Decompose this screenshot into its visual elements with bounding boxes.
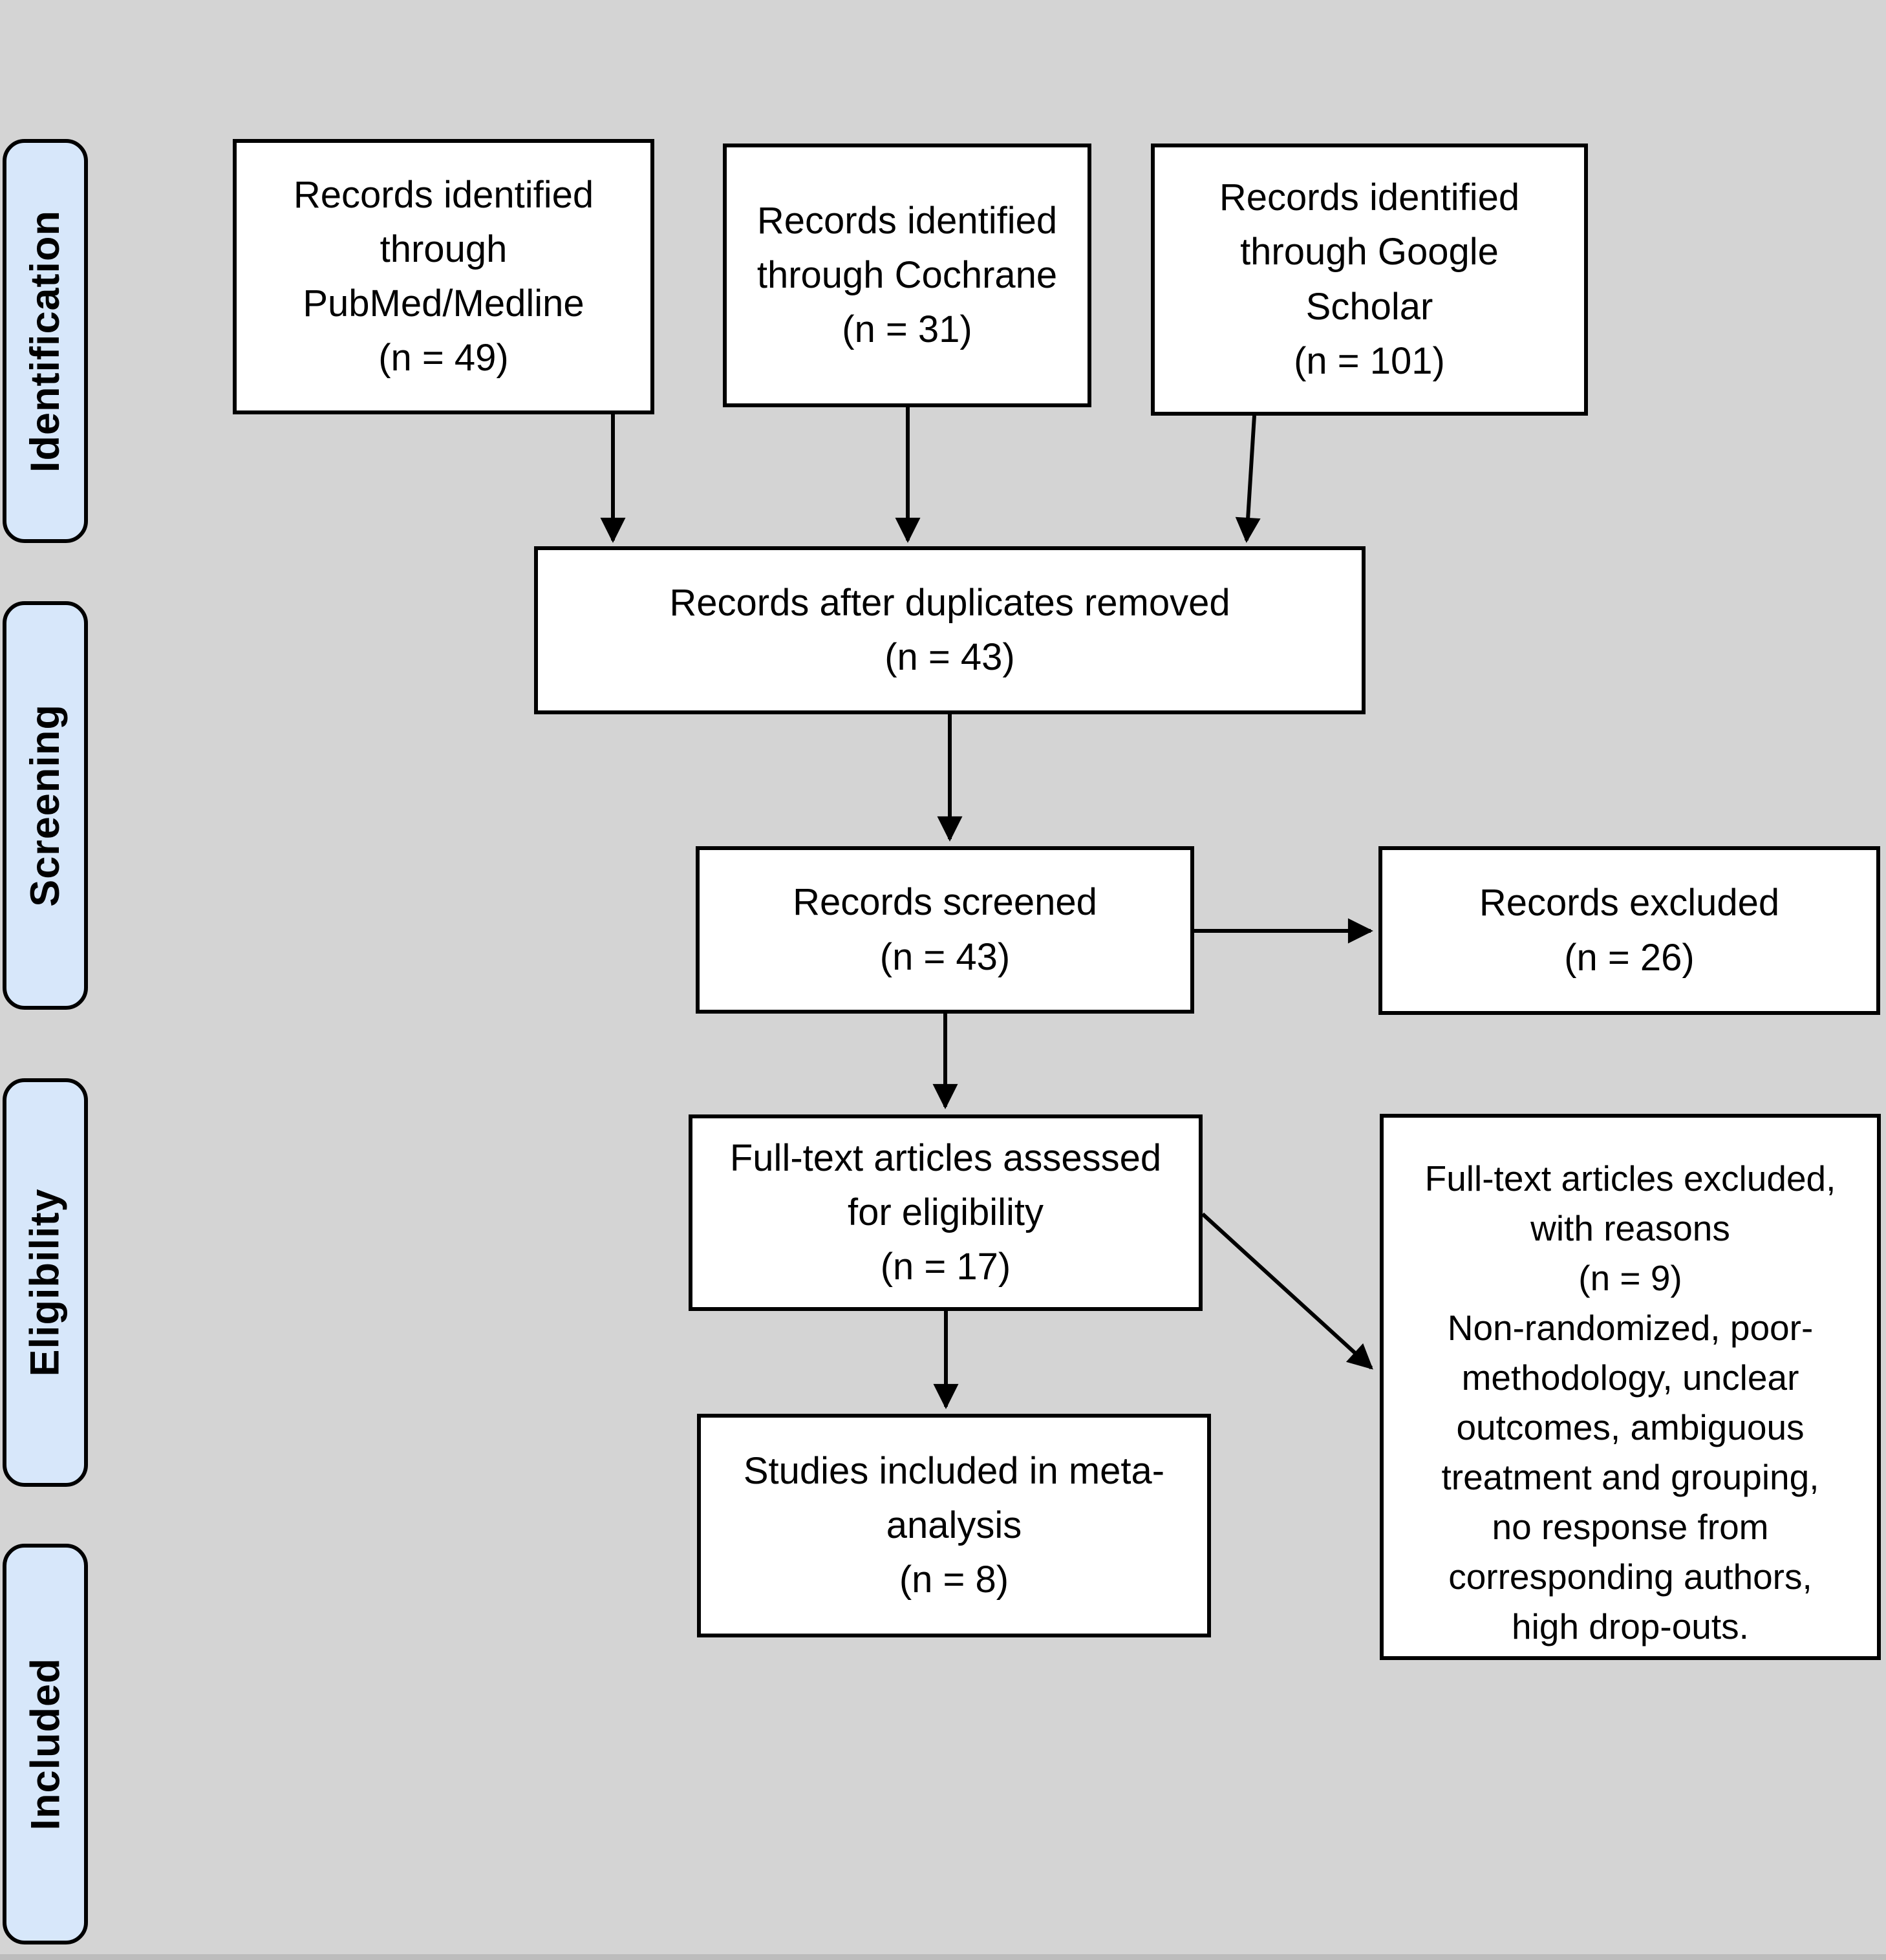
stage-eligibility-label: Eligibility (23, 1188, 68, 1377)
box-fulltext-excluded-reasons: Full-text articles excluded, with reason… (1380, 1114, 1881, 1660)
box-studies-included-meta-analysis: Studies included in meta- analysis (n = … (697, 1414, 1211, 1637)
stage-included-label: Included (23, 1657, 69, 1831)
box-records-identified-cochrane-text: Records identified through Cochrane (n =… (756, 199, 1058, 351)
stage-identification: Identification (3, 139, 88, 543)
stage-screening: Screening (3, 601, 88, 1010)
box-records-screened: Records screened (n = 43) (696, 846, 1194, 1014)
box-records-excluded-text: Records excluded (n = 26) (1479, 882, 1780, 979)
box-records-identified-cochrane: Records identified through Cochrane (n =… (723, 144, 1091, 407)
box-records-identified-google-scholar-text: Records identified through Google Schola… (1219, 176, 1520, 382)
arrow-google-to-duplicates (1235, 415, 1261, 543)
box-records-screened-text: Records screened (n = 43) (793, 881, 1097, 978)
box-fulltext-assessed-text: Full-text articles assessed for eligibil… (729, 1136, 1162, 1288)
stage-screening-label: Screening (23, 704, 69, 907)
box-fulltext-excluded-reasons-text: Full-text articles excluded, with reason… (1424, 1158, 1836, 1646)
figure-bottom-edge (0, 1954, 1886, 1960)
box-records-excluded: Records excluded (n = 26) (1378, 846, 1880, 1015)
box-records-identified-pubmed: Records identified through PubMed/Medlin… (233, 139, 654, 414)
box-records-identified-google-scholar: Records identified through Google Schola… (1151, 144, 1588, 416)
box-records-after-duplicates-removed: Records after duplicates removed (n = 43… (534, 546, 1366, 714)
box-records-identified-pubmed-text: Records identified through PubMed/Medlin… (293, 173, 594, 379)
stage-eligibility: Eligibility (3, 1078, 88, 1487)
box-studies-included-meta-analysis-text: Studies included in meta- analysis (n = … (743, 1449, 1165, 1601)
stage-included: Included (3, 1544, 88, 1944)
box-records-after-duplicates-removed-text: Records after duplicates removed (n = 43… (669, 581, 1230, 678)
stage-identification-label: Identification (23, 209, 68, 473)
box-fulltext-assessed: Full-text articles assessed for eligibil… (689, 1114, 1203, 1311)
arrow-fulltext-to-reasons (1201, 1212, 1373, 1370)
